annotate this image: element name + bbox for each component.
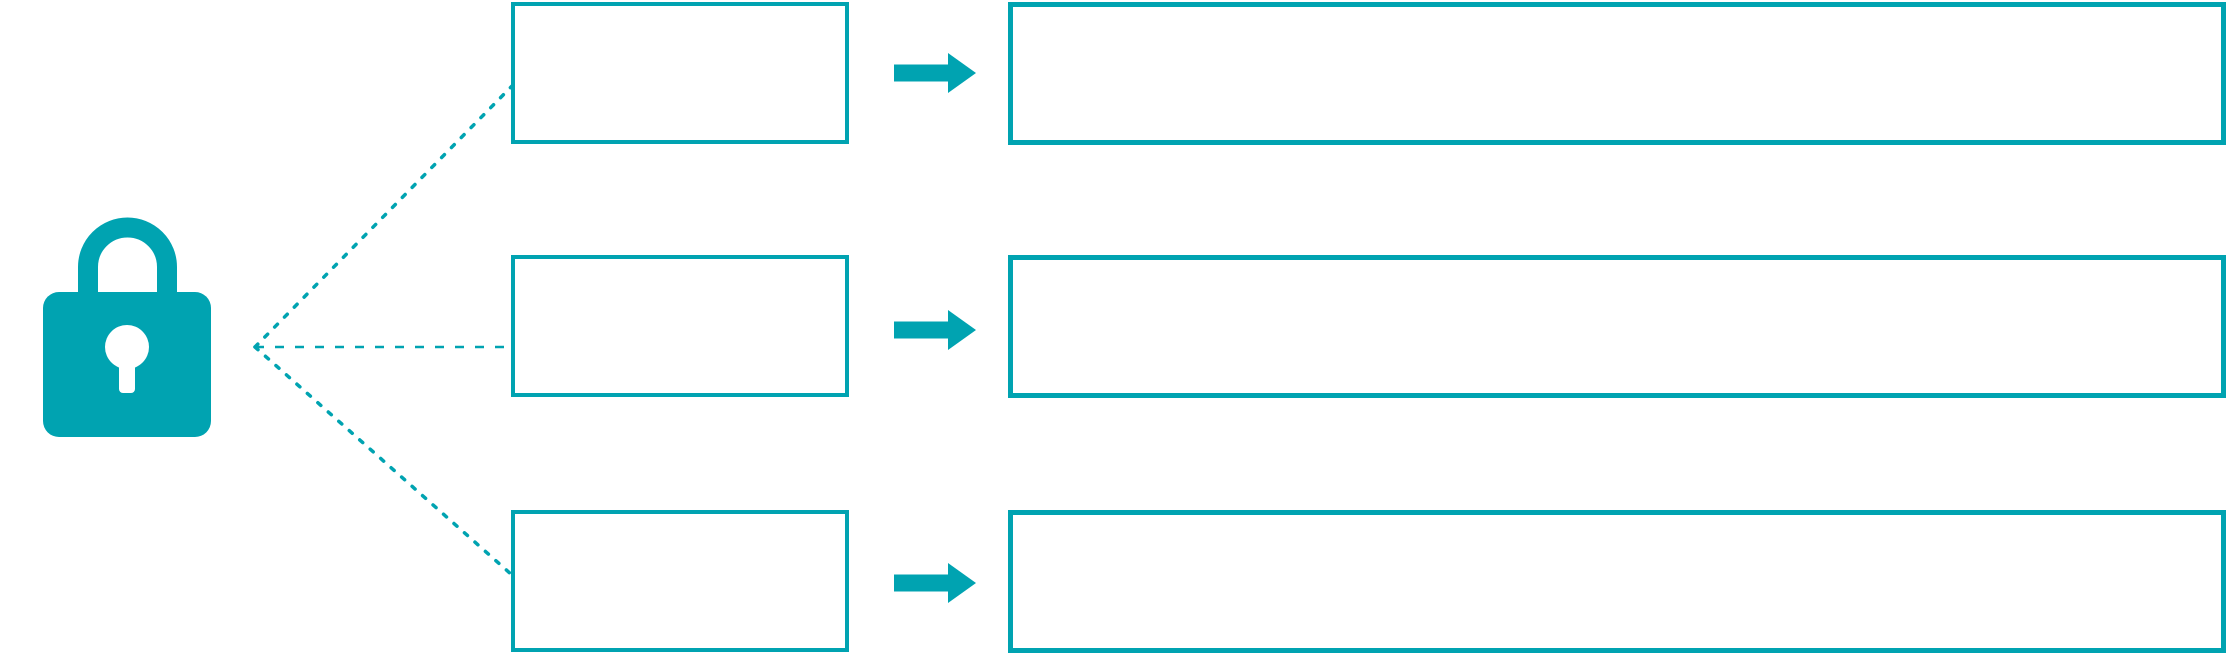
connector-line-bottom	[253, 345, 514, 577]
source-box	[511, 255, 849, 397]
target-box	[1008, 255, 2226, 398]
target-box	[1008, 2, 2226, 145]
arrow-right-icon	[894, 53, 976, 93]
target-box	[1008, 510, 2226, 653]
padlock-shackle	[78, 217, 177, 309]
source-box	[511, 2, 849, 144]
source-box	[511, 510, 849, 652]
arrow-right-icon	[894, 563, 976, 603]
padlock-keyhole-stem	[119, 347, 135, 393]
padlock-icon	[43, 217, 211, 437]
arrow-right-icon	[894, 310, 976, 350]
connector-line-top	[253, 84, 514, 349]
